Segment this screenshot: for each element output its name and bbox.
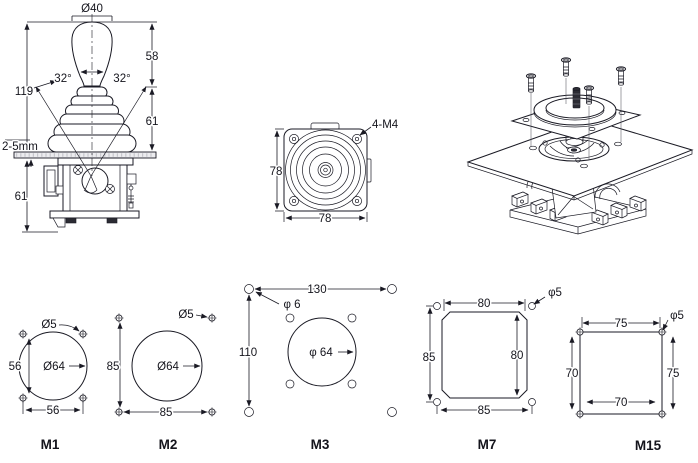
exploded-view	[466, 57, 694, 235]
m15-bottom-label: 70	[615, 397, 628, 409]
screw-guide-lines	[530, 78, 622, 160]
body-screw-left	[73, 165, 83, 175]
dim-flange-height: 78	[270, 166, 283, 178]
joystick-body	[43, 157, 140, 228]
sensor-circle	[81, 167, 109, 195]
m15-title: M15	[635, 438, 662, 453]
dim-mounting-holes: 4-M4	[372, 119, 399, 131]
m3-title: M3	[311, 437, 330, 452]
m2-hole-label: Ø5	[178, 309, 193, 321]
pattern-m2: Ø5 Ø64 85 85 M2	[105, 308, 218, 454]
m1-center-cutout	[18, 331, 88, 401]
base-plate	[49, 210, 140, 219]
m15-square-outline	[579, 331, 663, 415]
m7-square-cutout	[441, 311, 528, 399]
m3-inner-holes	[285, 313, 357, 389]
m2-width-label: 85	[160, 407, 173, 419]
m15-right-label: 75	[667, 368, 680, 380]
dim-right-angle: 32°	[113, 73, 130, 85]
dim-knob-height: 58	[146, 51, 159, 63]
dim-panel-thickness: 2-5mm	[2, 141, 38, 153]
boot-rings-top	[285, 129, 366, 211]
rotor-disc	[538, 135, 610, 163]
m2-title: M2	[159, 437, 178, 452]
side-view: Ø40 58 32° 32° 119 61 2-5mm 61	[1, 2, 160, 233]
m1-hole-label: Ø5	[41, 319, 56, 331]
side-dimensions: Ø40 58 32° 32° 119 61 2-5mm 61	[1, 2, 160, 233]
m7-hole-label: φ5	[548, 287, 562, 299]
m7-title: M7	[478, 437, 497, 452]
dim-knob-diameter: Ø40	[81, 3, 103, 15]
m7-hole-width-label: 85	[478, 405, 491, 417]
pattern-m3: 130 φ 6 110 φ 64 M3	[237, 283, 397, 454]
dim-body-depth: 61	[15, 191, 28, 203]
pattern-m7: 80 80 85 85 φ5 M7	[421, 286, 563, 454]
dim-left-angle: 32°	[54, 73, 71, 85]
m7-cut-width-label: 80	[478, 298, 491, 310]
m3-width-label: 130	[307, 284, 326, 296]
deflection-line-left	[35, 86, 92, 177]
m15-hole-label: φ5	[670, 310, 684, 322]
m15-left-label: 70	[566, 368, 579, 380]
m1-width-label: 56	[47, 405, 60, 417]
pattern-m15: 75 φ5 70 75 70 M15	[564, 309, 685, 455]
side-connector	[43, 165, 59, 197]
m1-height-label: 56	[9, 361, 22, 373]
pivot-wedge	[83, 175, 98, 194]
top-view-dimensions: 78 78 4-M4	[268, 118, 400, 227]
plunger	[126, 173, 137, 209]
m3-height-label: 110	[239, 347, 257, 359]
m2-center-label: Ø64	[157, 361, 179, 373]
m7-cut-height-label: 80	[511, 350, 524, 362]
dim-flange-width: 78	[319, 213, 332, 225]
top-view: 78 78 4-M4	[268, 118, 400, 227]
m3-center-label: φ 64	[309, 347, 333, 359]
m2-height-label: 85	[107, 361, 120, 373]
m2-center-cutout	[131, 330, 203, 402]
m1-title: M1	[41, 437, 60, 452]
body-screw-right	[105, 184, 115, 194]
m7-hole-height-label: 85	[423, 352, 436, 364]
m1-center-label: Ø64	[43, 361, 65, 373]
center-stud	[572, 87, 581, 109]
dim-boot-height: 61	[146, 116, 159, 128]
m3-outer-holes	[244, 284, 397, 417]
deflection-line-right	[90, 86, 147, 177]
pattern-m1: Ø5 Ø64 56 56 M1	[7, 318, 88, 454]
dim-total-height: 119	[15, 86, 33, 98]
flange-corner-holes	[289, 134, 362, 206]
m3-hole-label: φ 6	[283, 299, 300, 311]
m3-center-cutout	[287, 317, 357, 387]
m15-top-label: 75	[615, 318, 628, 330]
